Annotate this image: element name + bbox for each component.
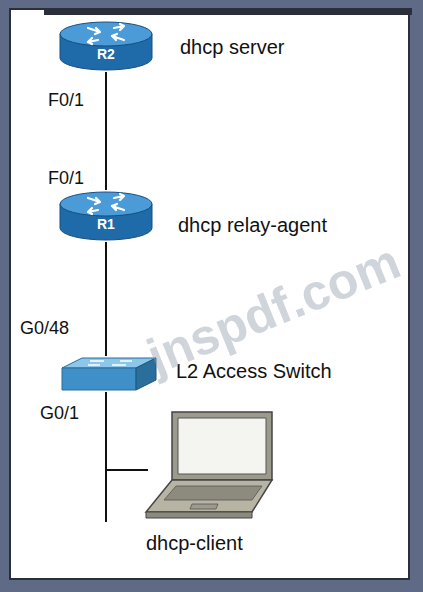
device-name: R1 [97, 216, 115, 232]
switch-node: L2 Access Switch [60, 356, 158, 392]
frame-bar [44, 8, 412, 15]
device-role: dhcp relay-agent [178, 214, 327, 237]
link-line [105, 242, 107, 356]
router-node: R1dhcp relay-agent [58, 190, 154, 242]
device-name: R2 [97, 46, 115, 62]
device-role: dhcp-client [146, 532, 243, 555]
interface-label: F0/1 [48, 168, 84, 189]
interface-label: G0/1 [40, 403, 79, 424]
client-node: dhcp-client [140, 408, 290, 560]
switch-icon [60, 356, 158, 392]
bus-line [105, 470, 107, 522]
device-role: dhcp server [180, 36, 285, 59]
router-node: R2dhcp server [58, 20, 154, 72]
link-line [105, 72, 107, 190]
interface-label: F0/1 [48, 90, 84, 111]
link-line [106, 392, 148, 470]
interface-label: G0/48 [20, 318, 69, 339]
